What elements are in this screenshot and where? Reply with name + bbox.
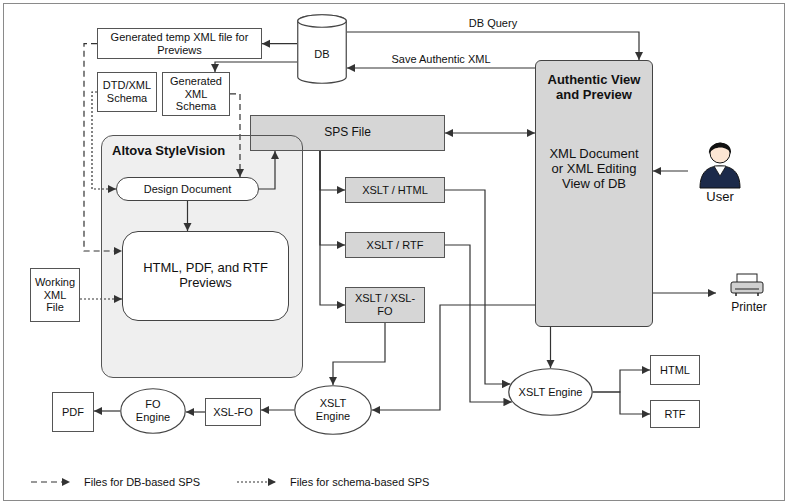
legend-line	[31, 482, 70, 483]
node-text: HTML	[660, 364, 690, 377]
flow-connector	[347, 67, 535, 68]
printer-foot	[757, 293, 759, 296]
flow-connector	[215, 62, 297, 72]
node-text: XSLT Engine	[519, 386, 583, 399]
output-box: RTF	[650, 400, 700, 428]
legend-text: Files for DB-based SPS	[84, 476, 200, 489]
printer-foot	[735, 293, 737, 296]
stylesheet-box: XSLT / HTML	[345, 177, 445, 203]
ellipse-shape	[121, 389, 186, 434]
node-text: User	[706, 190, 733, 205]
flow-connector	[445, 132, 535, 133]
group-fill	[102, 136, 303, 378]
output-box: HTML	[650, 355, 700, 385]
ellipse-shape	[509, 369, 593, 416]
flow-connector	[333, 323, 385, 385]
user-icon	[700, 143, 740, 188]
file-box: Generated temp XML file for Previews	[97, 28, 262, 59]
node-text: FO Engine	[129, 398, 177, 423]
database-cylinder: DB	[297, 14, 347, 84]
flow-connector	[320, 151, 345, 245]
file-box: Working XML File	[30, 268, 80, 322]
user-body	[700, 166, 740, 188]
flow-connector	[653, 292, 716, 293]
flow-connector	[653, 170, 688, 171]
node-text: PDF	[62, 406, 84, 419]
file-box: XSL-FO	[205, 398, 261, 426]
printer-device: Printer	[716, 270, 782, 316]
heading-text: Authentic View and Preview	[542, 73, 646, 103]
printer-icon	[731, 274, 763, 296]
view-panel: Authentic View and PreviewXML Document o…	[535, 60, 653, 327]
flow-connector	[187, 201, 188, 231]
cylinder-body	[298, 15, 347, 83]
node-text: XSLT / RTF	[367, 239, 424, 252]
ellipse-shape	[295, 386, 372, 435]
engine-ellipse: FO Engine	[120, 388, 186, 434]
user-collar	[714, 166, 726, 176]
stylesheet-box: XSLT / XSL-FO	[345, 287, 425, 323]
legend-line	[237, 482, 276, 483]
node-text: Design Document	[144, 183, 231, 196]
cylinder-top	[298, 15, 347, 28]
node-text: DB	[314, 48, 329, 61]
node-text: XSLT / HTML	[362, 184, 428, 197]
outer-frame	[4, 4, 785, 501]
legend-line-sample	[30, 477, 78, 487]
node-text: XSL-FO	[213, 406, 253, 419]
flow-connector	[94, 410, 120, 411]
application-group: Altova StyleVisionDesign DocumentHTML, P…	[101, 135, 303, 378]
flow-connector	[262, 43, 297, 44]
flow-connector	[593, 370, 650, 392]
legend-line-sample	[236, 477, 284, 487]
flow-connector	[261, 409, 294, 410]
file-box: SPS File	[250, 115, 445, 151]
flow-connector	[550, 327, 551, 368]
user-hair	[709, 143, 731, 154]
engine-ellipse: XSLT Engine	[294, 385, 372, 435]
connector-label: DB Query	[467, 17, 519, 30]
flow-connector	[593, 392, 650, 414]
node-text: HTML, PDF, and RTF Previews	[127, 261, 284, 291]
engine-ellipse: XSLT Engine	[508, 368, 593, 416]
node-text: RTF	[664, 408, 685, 421]
flow-connector	[445, 245, 512, 402]
group-fill-layer	[102, 136, 303, 378]
node-text: XSLT / XSL-FO	[350, 292, 420, 317]
file-box: DTD/XML Schema	[97, 72, 157, 112]
user-actor: User	[688, 136, 752, 206]
flow-connector	[259, 151, 275, 189]
flow-connector	[186, 411, 205, 412]
legend-entry: Files for schema-based SPS	[236, 476, 429, 489]
process-box: Design Document	[116, 177, 259, 201]
flow-connector	[320, 151, 345, 190]
node-text: Printer	[731, 301, 766, 315]
stylesheet-box: XSLT / RTF	[345, 232, 445, 258]
flow-connector	[445, 190, 510, 384]
node-text: Generated temp XML file for Previews	[102, 31, 257, 56]
legend-entry: Files for DB-based SPS	[30, 476, 200, 489]
node-text: XSLT Engine	[303, 397, 363, 422]
printer-slot	[735, 289, 759, 290]
node-text: XML Document or XML Editing View of DB	[542, 147, 646, 192]
preview-box: HTML, PDF, and RTF Previews	[122, 231, 289, 321]
file-box: Generated XML Schema	[162, 72, 230, 116]
heading-text: Altova StyleVision	[112, 144, 292, 159]
flow-connector	[320, 151, 345, 305]
printer-body	[731, 282, 763, 293]
node-text: DTD/XML Schema	[102, 79, 152, 104]
node-text: SPS File	[324, 126, 371, 140]
legend-text: Files for schema-based SPS	[290, 476, 429, 489]
node-text: Generated XML Schema	[167, 75, 225, 113]
node-text: Working XML File	[35, 276, 75, 314]
connector-label: Save Authentic XML	[389, 53, 492, 66]
output-box: PDF	[52, 392, 94, 432]
